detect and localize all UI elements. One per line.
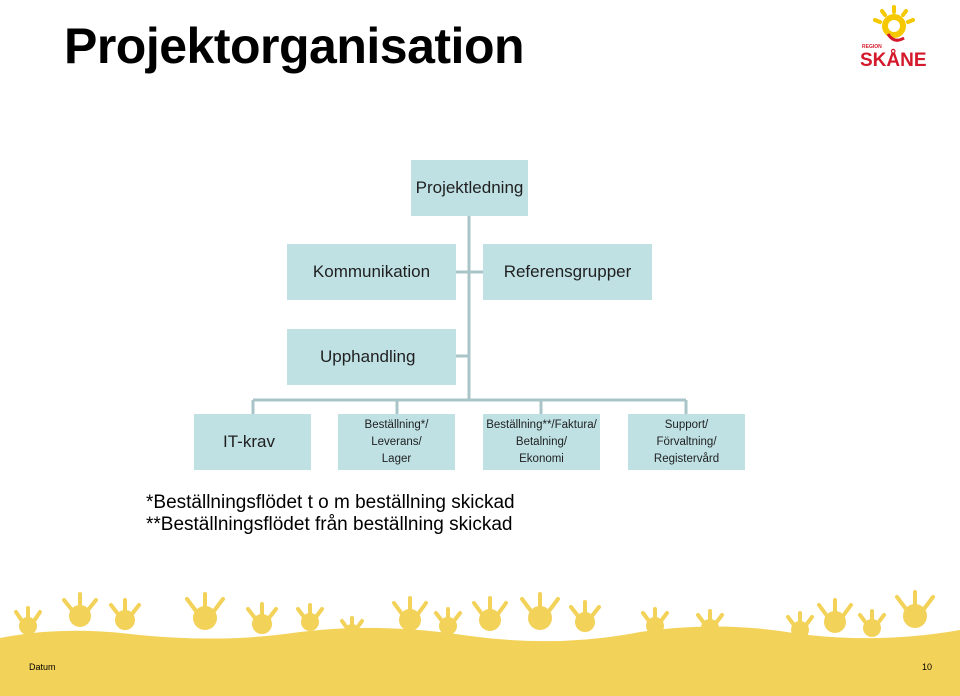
sun-hand-icon xyxy=(858,609,886,637)
node-label: Projektledning xyxy=(415,178,524,197)
node-bestallning-faktura: Beställning**/Faktura/ Betalning/ Ekonom… xyxy=(483,414,600,470)
node-label: Referensgrupper xyxy=(503,262,632,281)
region-skane-logo: REGION SKÅNE xyxy=(860,5,927,70)
sun-hand-icon xyxy=(569,600,601,632)
sun-hand-icon xyxy=(109,598,141,630)
sun-hand-icon xyxy=(14,606,42,635)
sun-hand-icon xyxy=(895,590,935,628)
node-support: Support/ Förvaltning/ Registervård xyxy=(628,414,745,470)
node-label: Beställning**/Faktura/ Betalning/ Ekonom… xyxy=(486,418,597,465)
footnotes: *Beställningsflödet t o m beställning sk… xyxy=(146,492,515,536)
node-bestallning-leverans: Beställning*/ Leverans/ Lager xyxy=(338,414,455,470)
footnote-2: **Beställningsflödet från beställning sk… xyxy=(146,514,513,535)
node-projektledning: Projektledning xyxy=(411,160,528,216)
slide-number: 10 xyxy=(921,662,932,672)
node-upphandling: Upphandling xyxy=(287,329,456,385)
node-referensgrupper: Referensgrupper xyxy=(483,244,652,300)
node-label: Kommunikation xyxy=(312,262,431,281)
node-label: Support/ Förvaltning/ Registervård xyxy=(653,418,720,465)
sun-hand-icon xyxy=(472,596,508,631)
sun-hand-icon xyxy=(817,598,853,633)
footnote-1: *Beställningsflödet t o m beställning sk… xyxy=(146,492,515,513)
node-itkrav: IT-krav xyxy=(194,414,311,470)
node-label: Beställning*/ Leverans/ Lager xyxy=(364,418,429,465)
footer-date: Datum xyxy=(29,662,56,672)
sun-hand-icon xyxy=(434,607,462,635)
sun-hand-icon xyxy=(296,603,324,631)
node-label: IT-krav xyxy=(223,432,275,451)
footer-sun-band xyxy=(0,590,960,696)
slide-title: Projektorganisation xyxy=(64,18,525,74)
sun-hand-icon xyxy=(786,611,814,639)
node-kommunikation: Kommunikation xyxy=(287,244,456,300)
sun-hand-icon xyxy=(696,609,724,637)
sun-hand-icon xyxy=(641,607,669,635)
sun-icon xyxy=(873,5,915,42)
sun-hand-icon xyxy=(246,602,278,634)
node-label: Upphandling xyxy=(320,347,416,366)
sun-hand-icon xyxy=(340,616,364,640)
sun-hand-icon xyxy=(520,592,560,630)
sun-hand-icon xyxy=(185,592,225,630)
sun-hand-icon xyxy=(392,596,428,631)
logo-small-text: REGION xyxy=(862,44,882,50)
logo-text: SKÅNE xyxy=(860,50,927,70)
sun-hand-icon xyxy=(62,592,98,627)
